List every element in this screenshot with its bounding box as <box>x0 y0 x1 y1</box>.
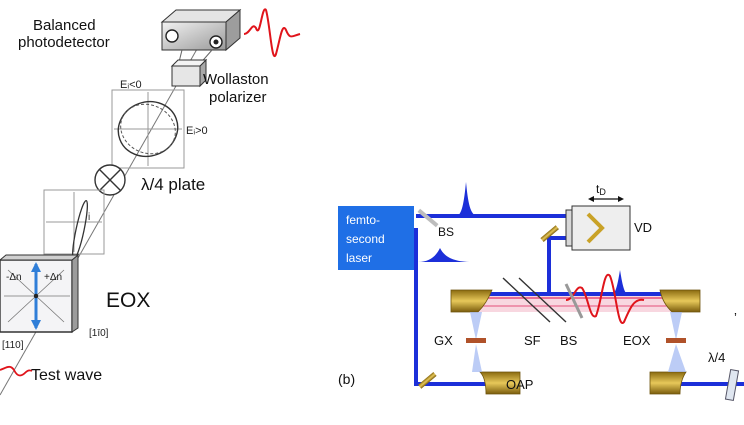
field-negative-label: Eᵢ<0 <box>120 79 142 91</box>
quarter-wave-plate-label: λ/4 plate <box>141 175 205 194</box>
probe-polarization-panel: i <box>43 189 105 261</box>
variable-delay-stage <box>565 196 631 251</box>
polarizer-label-line1: Wollaston <box>203 71 269 88</box>
crystal-axis-110-label: [110] <box>2 340 24 351</box>
eox-crystal-right <box>666 338 686 343</box>
focus-cone <box>670 312 682 340</box>
delay-time-label: tD <box>596 182 606 197</box>
laser-label-line3: laser <box>346 251 372 265</box>
laser-label-line2: second <box>346 232 385 246</box>
vd-label: VD <box>634 220 652 235</box>
femtosecond-laser <box>338 206 414 270</box>
oap-mirror-bottom-left <box>479 371 521 395</box>
detector-label-line2: photodetector <box>18 34 110 51</box>
crystal-negative-index-label: -Δn <box>6 272 22 283</box>
oap-label: OAP <box>506 377 533 392</box>
silicon-filter <box>518 277 567 323</box>
test-wave <box>0 365 33 377</box>
quarter-wave-plate-right <box>724 368 740 402</box>
photodiode-icon <box>165 29 179 43</box>
gx-crystal <box>466 338 486 343</box>
svg-text:i: i <box>88 212 90 223</box>
oap-mirror-eox <box>659 289 701 313</box>
focus-cone <box>472 344 482 372</box>
focus-cone <box>668 344 686 372</box>
detected-signal-wave <box>243 8 301 58</box>
eox-right-label: EOX <box>623 333 651 348</box>
pulse-icon <box>612 270 628 294</box>
bs-mid-label: BS <box>560 333 578 348</box>
field-positive-label: Eᵢ>0 <box>186 125 208 137</box>
polarizer-label-line2: polarizer <box>209 89 267 106</box>
oap-mirror-gx <box>450 289 493 313</box>
oap-mirror-bottom-right <box>649 371 687 395</box>
panel-label-b: (b) <box>338 371 355 387</box>
lambda4-right-label: λ/4 <box>708 350 725 365</box>
detector-label-line1: Balanced <box>33 17 96 34</box>
mirror-icon <box>540 225 559 242</box>
eox-label: EOX <box>106 289 150 312</box>
balanced-photodetector <box>160 8 242 52</box>
mirror-icon <box>418 372 437 389</box>
laser-label-line1: femto- <box>346 213 380 227</box>
thz-wave <box>565 273 645 324</box>
polarization-state-panel <box>111 89 185 169</box>
silicon-filter <box>502 277 551 323</box>
pulse-icon <box>418 248 472 262</box>
wollaston-polarizer <box>170 49 213 88</box>
optical-axis <box>0 34 206 396</box>
crystal-axis-1-10-label: [1ī0] <box>89 328 109 339</box>
focus-cone <box>470 312 482 340</box>
beam-splitter-top <box>417 208 439 228</box>
test-wave-label: Test wave <box>31 367 102 384</box>
bs-top-label: BS <box>438 225 454 239</box>
sf-label: SF <box>524 333 541 348</box>
left-panel: Balanced photodetector Wollaston polariz… <box>0 8 301 396</box>
gx-label: GX <box>434 333 453 348</box>
pulse-icon <box>456 182 478 216</box>
right-panel: femto- second laser BS tD VD <box>338 182 744 402</box>
edge-mark: ’ <box>734 310 737 325</box>
polarization-ellipse <box>120 103 176 155</box>
beam-splitter-mid <box>564 283 584 319</box>
polarization-ellipse <box>117 100 179 158</box>
quarter-wave-plate <box>94 164 126 196</box>
eox-crystal <box>0 253 80 333</box>
crystal-positive-index-label: +Δn <box>44 272 62 283</box>
